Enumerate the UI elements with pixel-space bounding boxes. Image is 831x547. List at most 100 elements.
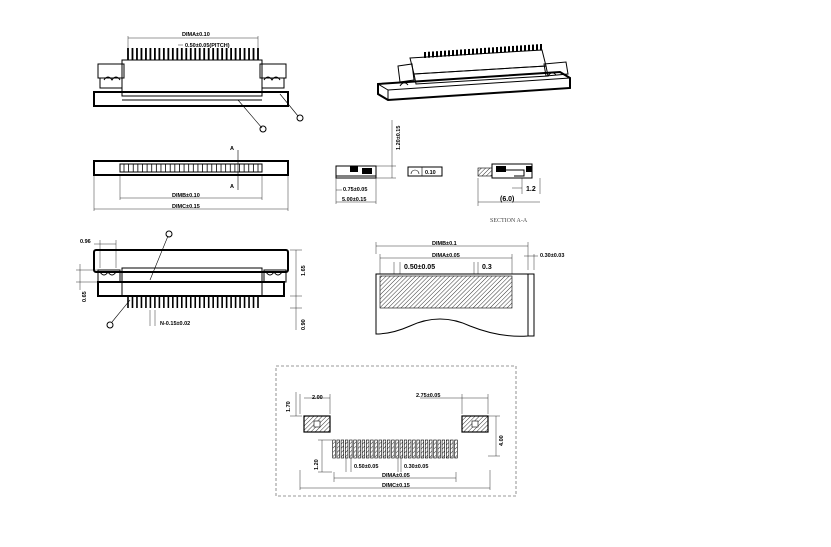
detail-pin: [248, 296, 250, 308]
detail-pin: [212, 296, 214, 308]
detail-pin: [216, 296, 219, 308]
top-pin: [136, 48, 138, 60]
callout-circle: [259, 125, 267, 133]
section-caption: SECTION A-A: [490, 218, 528, 224]
detail-d1: 0.96: [80, 239, 91, 245]
top-pin: [252, 48, 255, 60]
top-pins: [127, 48, 259, 60]
footprint-pad: [366, 439, 370, 459]
top-pin: [127, 48, 129, 60]
iso-pin: [496, 47, 498, 54]
section-mark-bottom: A: [230, 184, 234, 190]
top-pin: [158, 48, 161, 60]
detail-pin: [140, 296, 143, 308]
detail-pin: [154, 296, 156, 308]
footprint-pad: [332, 439, 336, 459]
footprint-pad: [336, 439, 340, 459]
detail-pin: [252, 296, 255, 308]
top-pin: [225, 48, 228, 60]
iso-pin: [516, 45, 518, 52]
detail-pin: [225, 296, 228, 308]
iso-pin: [488, 47, 490, 54]
fp-pitch: 0.50±0.05: [354, 464, 378, 470]
iso-pin: [432, 51, 434, 58]
detail-pin: [167, 296, 170, 308]
top-pin: [140, 48, 143, 60]
top-pin: [243, 48, 246, 60]
fpc-dim-b: DIMB±0.1: [432, 241, 457, 247]
fp-dim-c: DIMC±0.15: [382, 483, 410, 489]
iso-pin: [428, 51, 430, 58]
section-mark-top: A: [230, 146, 234, 152]
footprint-pad: [420, 439, 424, 459]
top-pin: [145, 48, 147, 60]
footprint-pad: [416, 439, 420, 459]
footprint-pad: [361, 439, 366, 459]
detail-pin: [207, 296, 210, 308]
detail-pin: [185, 296, 188, 308]
top-pin: [167, 48, 170, 60]
footprint-pad: [403, 439, 408, 459]
top-pin: [131, 48, 134, 60]
iso-pin: [512, 45, 514, 52]
iso-pin: [528, 44, 530, 51]
footprint-pad: [412, 439, 416, 459]
footprint-pad: [454, 439, 458, 459]
fp-d4: 4.00: [499, 435, 505, 446]
footprint-pad: [340, 439, 345, 459]
footprint-pad: [429, 439, 433, 459]
footprint-pad: [353, 439, 357, 459]
detail-pin: [136, 296, 138, 308]
footprint-pad: [370, 439, 374, 459]
detail-pins: [127, 296, 259, 308]
dim-a-label: DIMA±0.10: [182, 32, 210, 38]
footprint-pad: [345, 439, 349, 459]
width-a-label: 0.75±0.05: [343, 187, 367, 193]
footprint-pads: [332, 439, 458, 459]
footprint-view: 2.00 1.70 2.75±0.05 4.00 1.20 0.50±0.05 …: [275, 365, 517, 497]
footprint-pad: [441, 439, 445, 459]
detail-pin: [172, 296, 174, 308]
footprint-pad: [387, 439, 391, 459]
top-pin: [257, 48, 259, 60]
detail-d4: 0.90: [301, 319, 307, 330]
detail-pin: [194, 296, 197, 308]
footprint-pad: [437, 439, 441, 459]
detail-pin: [158, 296, 161, 308]
footprint-pad: [450, 439, 454, 459]
footprint-pad: [374, 439, 378, 459]
fp-d1: 1.70: [286, 401, 292, 412]
iso-pin: [480, 48, 482, 55]
top-view: DIMA±0.10 0.50±0.05(PITCH): [93, 32, 304, 133]
section-dim-1: 1.2: [526, 186, 536, 193]
footprint-pad: [378, 439, 382, 459]
footprint-pad: [424, 439, 429, 459]
top-pin: [198, 48, 201, 60]
top-pin: [153, 48, 156, 60]
flatness-label: 0.10: [425, 170, 436, 176]
detail-view: 0.96 0.65 1.65 0.90 N-0.15±0.02: [76, 230, 307, 330]
detail-pin: [189, 296, 192, 308]
top-pin: [162, 48, 165, 60]
callout-circle: [165, 230, 173, 238]
front-view: A A DIMB±0.10 DIMC±0.15: [93, 146, 289, 211]
fpc-width: 0.3: [482, 264, 492, 271]
fp-dim-a: DIMA±0.05: [382, 473, 410, 479]
iso-pin: [456, 49, 458, 56]
top-pin: [212, 48, 215, 60]
dim-b-label: DIMB±0.10: [172, 193, 200, 199]
height-label: 1.20±0.15: [396, 126, 402, 150]
front-pins: [123, 164, 259, 172]
iso-pin: [440, 50, 442, 57]
pin-label: N-0.15±0.02: [160, 321, 190, 327]
top-pin: [185, 48, 188, 60]
top-pin: [207, 48, 210, 60]
detail-pin: [180, 296, 183, 308]
iso-pin: [436, 51, 438, 58]
fp-d2: 2.00: [312, 395, 323, 401]
iso-pin: [452, 50, 454, 57]
detail-pin: [131, 296, 134, 308]
iso-pin: [500, 46, 502, 53]
iso-pin: [464, 49, 466, 56]
